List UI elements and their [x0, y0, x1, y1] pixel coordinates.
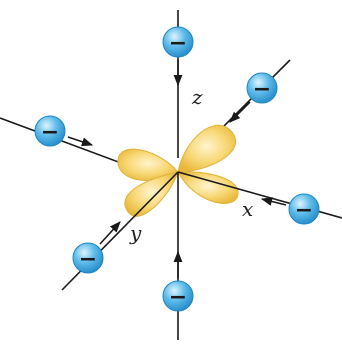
orbital-lobe-front-left [124, 171, 179, 217]
ligand-bottom-sign: − [169, 285, 187, 310]
ligand-top-sign: − [169, 31, 187, 56]
z-axis-label: z [191, 85, 203, 109]
orbital-lobe-front-right [177, 171, 239, 204]
ligand-upper-right-circle [246, 72, 278, 104]
arrow-left [67, 136, 94, 147]
x-axis-back [0, 117, 141, 171]
ligand-lower-left-sign: − [79, 247, 97, 272]
ligand-top-circle [162, 26, 194, 58]
arrow-lower-left [99, 221, 121, 245]
ligand-top: − [162, 26, 194, 58]
y-axis-front [61, 171, 179, 291]
ligand-right-sign: − [295, 198, 313, 223]
ligand-upper-right: − [246, 72, 278, 104]
ligand-bottom-circle [162, 280, 194, 312]
orbital-lobes [117, 124, 239, 217]
orbital-lobe-back-right [177, 124, 237, 173]
arrow-right [260, 197, 287, 206]
arrow-upper-right [229, 101, 251, 123]
ligand-lower-left-circle [72, 242, 104, 274]
ligand-right: − [288, 193, 320, 225]
ligand-upper-right-sign: − [253, 77, 271, 102]
ligand-left-sign: − [41, 120, 59, 145]
ligand-bottom: − [162, 280, 194, 312]
ligand-lower-left: − [72, 242, 104, 274]
ligand-right-circle [288, 193, 320, 225]
approach-arrows [67, 60, 287, 278]
y-axis-label: y [129, 221, 142, 245]
ligand-left: − [34, 115, 66, 147]
x-axis-label: x [242, 197, 253, 221]
ligand-left-circle [34, 115, 66, 147]
